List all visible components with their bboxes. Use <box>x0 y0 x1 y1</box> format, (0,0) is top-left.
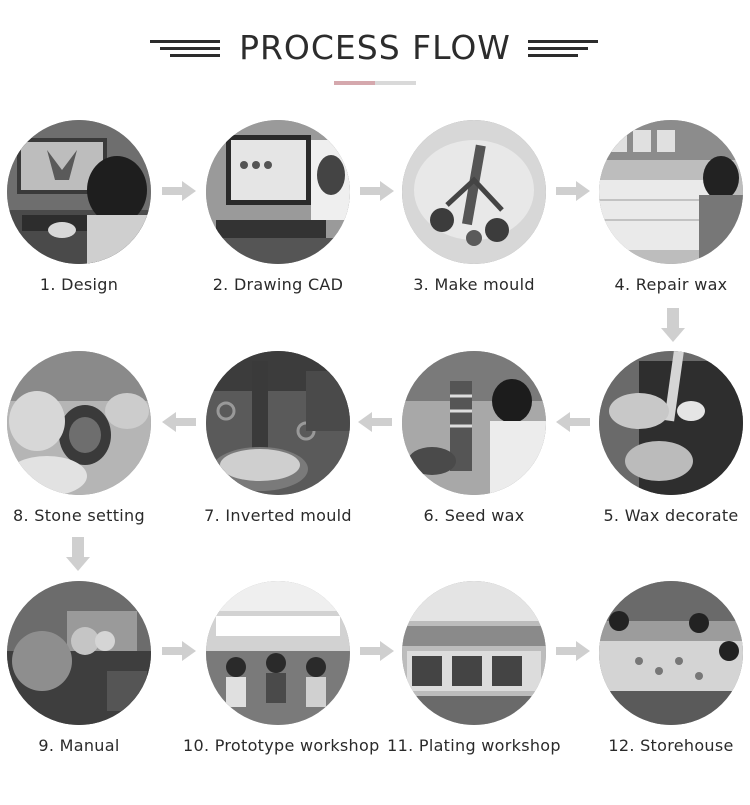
title-right-ornament <box>528 40 598 60</box>
arrow-right-icon <box>556 181 590 201</box>
stone-setting-photo <box>7 351 151 495</box>
arrow-down-icon <box>661 308 685 342</box>
step-label: 11. Plating workshop <box>387 736 561 755</box>
title-underline <box>334 81 416 85</box>
arrow-left-icon <box>556 412 590 432</box>
wax-decorate-photo <box>599 351 743 495</box>
step-make-mould: 3. Make mould <box>379 118 569 318</box>
arrow-right-icon <box>556 641 590 661</box>
seed-wax-photo <box>402 351 546 495</box>
plating-workshop-photo <box>402 581 546 725</box>
step-label: 4. Repair wax <box>614 275 728 294</box>
step-inverted-mould: 7. Inverted mould <box>183 349 373 549</box>
arrow-down-icon <box>66 537 90 571</box>
arrow-left-icon <box>358 412 392 432</box>
arrow-right-icon <box>360 641 394 661</box>
arrow-left-icon <box>162 412 196 432</box>
step-drawing-cad: 2. Drawing CAD <box>183 118 373 318</box>
storehouse-photo <box>599 581 743 725</box>
step-storehouse: 12. Storehouse <box>576 579 750 779</box>
step-label: 6. Seed wax <box>423 506 525 525</box>
step-wax-decorate: 5. Wax decorate <box>576 349 750 549</box>
step-label: 7. Inverted mould <box>204 506 352 525</box>
step-label: 10. Prototype workshop <box>183 736 380 755</box>
step-repair-wax: 4. Repair wax <box>576 118 750 318</box>
arrow-right-icon <box>162 641 196 661</box>
step-stone-setting: 8. Stone setting <box>0 349 174 549</box>
wax-repair-photo <box>599 120 743 264</box>
step-label: 8. Stone setting <box>13 506 145 525</box>
step-label: 2. Drawing CAD <box>212 275 344 294</box>
arrow-right-icon <box>360 181 394 201</box>
step-label: 3. Make mould <box>413 275 535 294</box>
mould-making-photo <box>402 120 546 264</box>
step-label: 5. Wax decorate <box>603 506 739 525</box>
step-label: 9. Manual <box>38 736 120 755</box>
title-section: PROCESS FLOW <box>0 28 750 88</box>
title-left-ornament <box>150 40 220 60</box>
step-label: 12. Storehouse <box>608 736 734 755</box>
prototype-workshop-photo <box>206 581 350 725</box>
step-label: 1. Design <box>39 275 119 294</box>
arrow-right-icon <box>162 181 196 201</box>
step-plating-workshop: 11. Plating workshop <box>379 579 569 779</box>
step-prototype-workshop: 10. Prototype workshop <box>183 579 380 779</box>
step-design: 1. Design <box>0 118 174 318</box>
step-manual: 9. Manual <box>0 579 174 779</box>
cad-monitor-photo <box>206 120 350 264</box>
inverted-mould-photo <box>206 351 350 495</box>
manual-polishing-photo <box>7 581 151 725</box>
step-seed-wax: 6. Seed wax <box>379 349 569 549</box>
designer-at-computer-photo <box>7 120 151 264</box>
page-title: PROCESS FLOW <box>239 28 511 67</box>
